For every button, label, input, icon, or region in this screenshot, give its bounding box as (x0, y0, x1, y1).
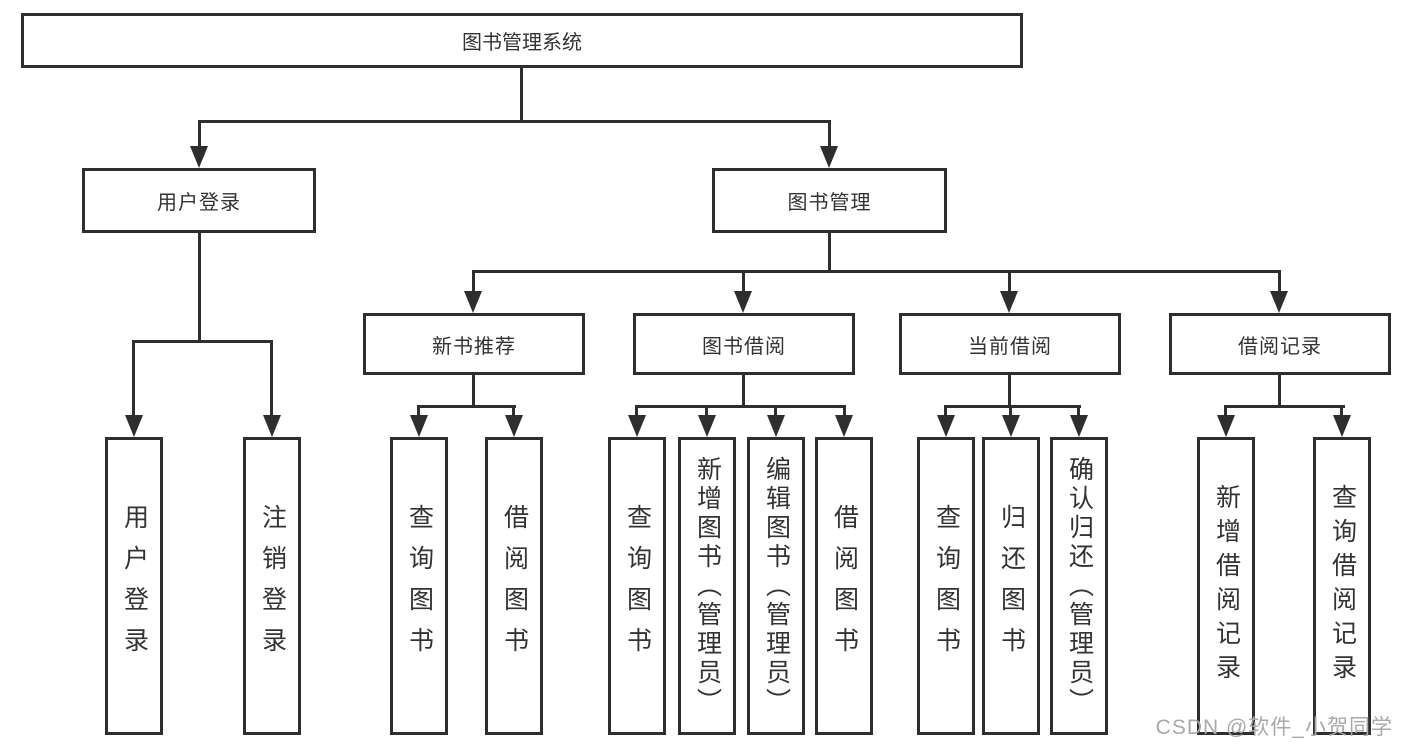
arrow-down-icon (1002, 415, 1020, 437)
leaf-edit-book-admin: 编辑图书（管理员） (747, 437, 805, 735)
node-borrow-record: 借阅记录 (1169, 313, 1391, 375)
arrow-down-icon (1070, 415, 1088, 437)
connector-line (1009, 405, 1012, 417)
connector-line (472, 375, 475, 405)
leaf-query-book-3-label: 查询图书 (932, 504, 961, 668)
arrow-down-icon (937, 415, 955, 437)
arrow-down-icon (820, 146, 838, 168)
arrow-down-icon (125, 415, 143, 437)
leaf-query-book-3: 查询图书 (917, 437, 975, 735)
connector-line (1340, 405, 1343, 417)
node-book-borrow-label: 图书借阅 (702, 335, 786, 358)
connector-line (512, 405, 515, 417)
arrow-down-icon (263, 415, 281, 437)
leaf-user-login: 用户登录 (105, 437, 163, 735)
leaf-add-book-admin: 新增图书（管理员） (678, 437, 736, 735)
node-user-login-label: 用户登录 (157, 192, 241, 214)
node-current-borrow: 当前借阅 (899, 313, 1121, 375)
connector-line (1008, 270, 1011, 293)
connector-line (1278, 375, 1281, 405)
connector-line (944, 405, 947, 417)
connector-line (472, 270, 475, 293)
node-root-label: 图书管理系统 (462, 32, 582, 54)
connector-line (635, 405, 638, 417)
connector-line (198, 120, 831, 123)
arrow-down-icon (505, 415, 523, 437)
node-book-management: 图书管理 (712, 168, 947, 233)
arrow-down-icon (1217, 415, 1235, 437)
arrow-down-icon (1270, 291, 1288, 313)
connector-line (742, 270, 745, 293)
node-user-login: 用户登录 (82, 168, 316, 233)
leaf-user-login-label: 用户登录 (120, 504, 149, 668)
leaf-confirm-return-admin-label: 确认归还（管理员） (1065, 455, 1094, 717)
arrow-down-icon (1000, 291, 1018, 313)
connector-line (417, 405, 420, 417)
leaf-query-borrow-record-label: 查询借阅记录 (1328, 484, 1357, 688)
leaf-query-borrow-record: 查询借阅记录 (1313, 437, 1371, 735)
leaf-edit-book-admin-label: 编辑图书（管理员） (762, 455, 791, 717)
leaf-borrow-book-2-label: 借阅图书 (830, 504, 859, 668)
node-current-borrow-label: 当前借阅 (968, 335, 1052, 358)
arrow-down-icon (1333, 415, 1351, 437)
leaf-add-borrow-record: 新增借阅记录 (1197, 437, 1255, 735)
arrow-down-icon (464, 291, 482, 313)
leaf-borrow-book-1: 借阅图书 (485, 437, 543, 735)
arrow-down-icon (698, 415, 716, 437)
arrow-down-icon (767, 415, 785, 437)
arrow-down-icon (628, 415, 646, 437)
leaf-query-book-1: 查询图书 (390, 437, 448, 735)
node-borrow-record-label: 借阅记录 (1238, 335, 1322, 358)
connector-line (705, 405, 708, 417)
connector-line (1077, 405, 1080, 417)
connector-line (774, 405, 777, 417)
leaf-borrow-book-2: 借阅图书 (815, 437, 873, 735)
leaf-return-book-label: 归还图书 (997, 504, 1026, 668)
connector-line (132, 340, 273, 343)
connector-line (472, 270, 1281, 273)
connector-line (1224, 405, 1345, 408)
connector-line (417, 405, 516, 408)
leaf-return-book: 归还图书 (982, 437, 1040, 735)
connector-line (270, 340, 273, 417)
arrow-down-icon (410, 415, 428, 437)
leaf-logout: 注销登录 (243, 437, 301, 735)
node-book-management-label: 图书管理 (787, 192, 872, 214)
arrow-down-icon (190, 146, 208, 168)
leaf-query-book-2: 查询图书 (608, 437, 666, 735)
connector-line (635, 405, 846, 408)
connector-line (132, 340, 135, 417)
leaf-borrow-book-1-label: 借阅图书 (500, 504, 529, 668)
connector-line (1224, 405, 1227, 417)
connector-line (1278, 270, 1281, 293)
connector-line (1008, 375, 1011, 405)
connector-line (843, 405, 846, 417)
node-root: 图书管理系统 (21, 13, 1023, 68)
leaf-confirm-return-admin: 确认归还（管理员） (1050, 437, 1108, 735)
arrow-down-icon (835, 415, 853, 437)
connector-line (742, 375, 745, 405)
leaf-add-book-admin-label: 新增图书（管理员） (693, 455, 722, 717)
connector-line (828, 233, 831, 270)
connector-line (198, 120, 201, 148)
connector-line (944, 405, 1081, 408)
connector-line (198, 233, 201, 340)
node-new-book-recommend: 新书推荐 (363, 313, 585, 375)
node-new-book-recommend-label: 新书推荐 (432, 335, 516, 358)
leaf-query-book-2-label: 查询图书 (623, 504, 652, 668)
watermark: CSDN @软件_小贺同学 (1155, 716, 1393, 739)
node-book-borrow: 图书借阅 (633, 313, 855, 375)
arrow-down-icon (734, 291, 752, 313)
connector-line (520, 68, 523, 120)
connector-line (828, 120, 831, 148)
leaf-logout-label: 注销登录 (258, 504, 287, 668)
leaf-query-book-1-label: 查询图书 (405, 504, 434, 668)
leaf-add-borrow-record-label: 新增借阅记录 (1212, 484, 1241, 688)
